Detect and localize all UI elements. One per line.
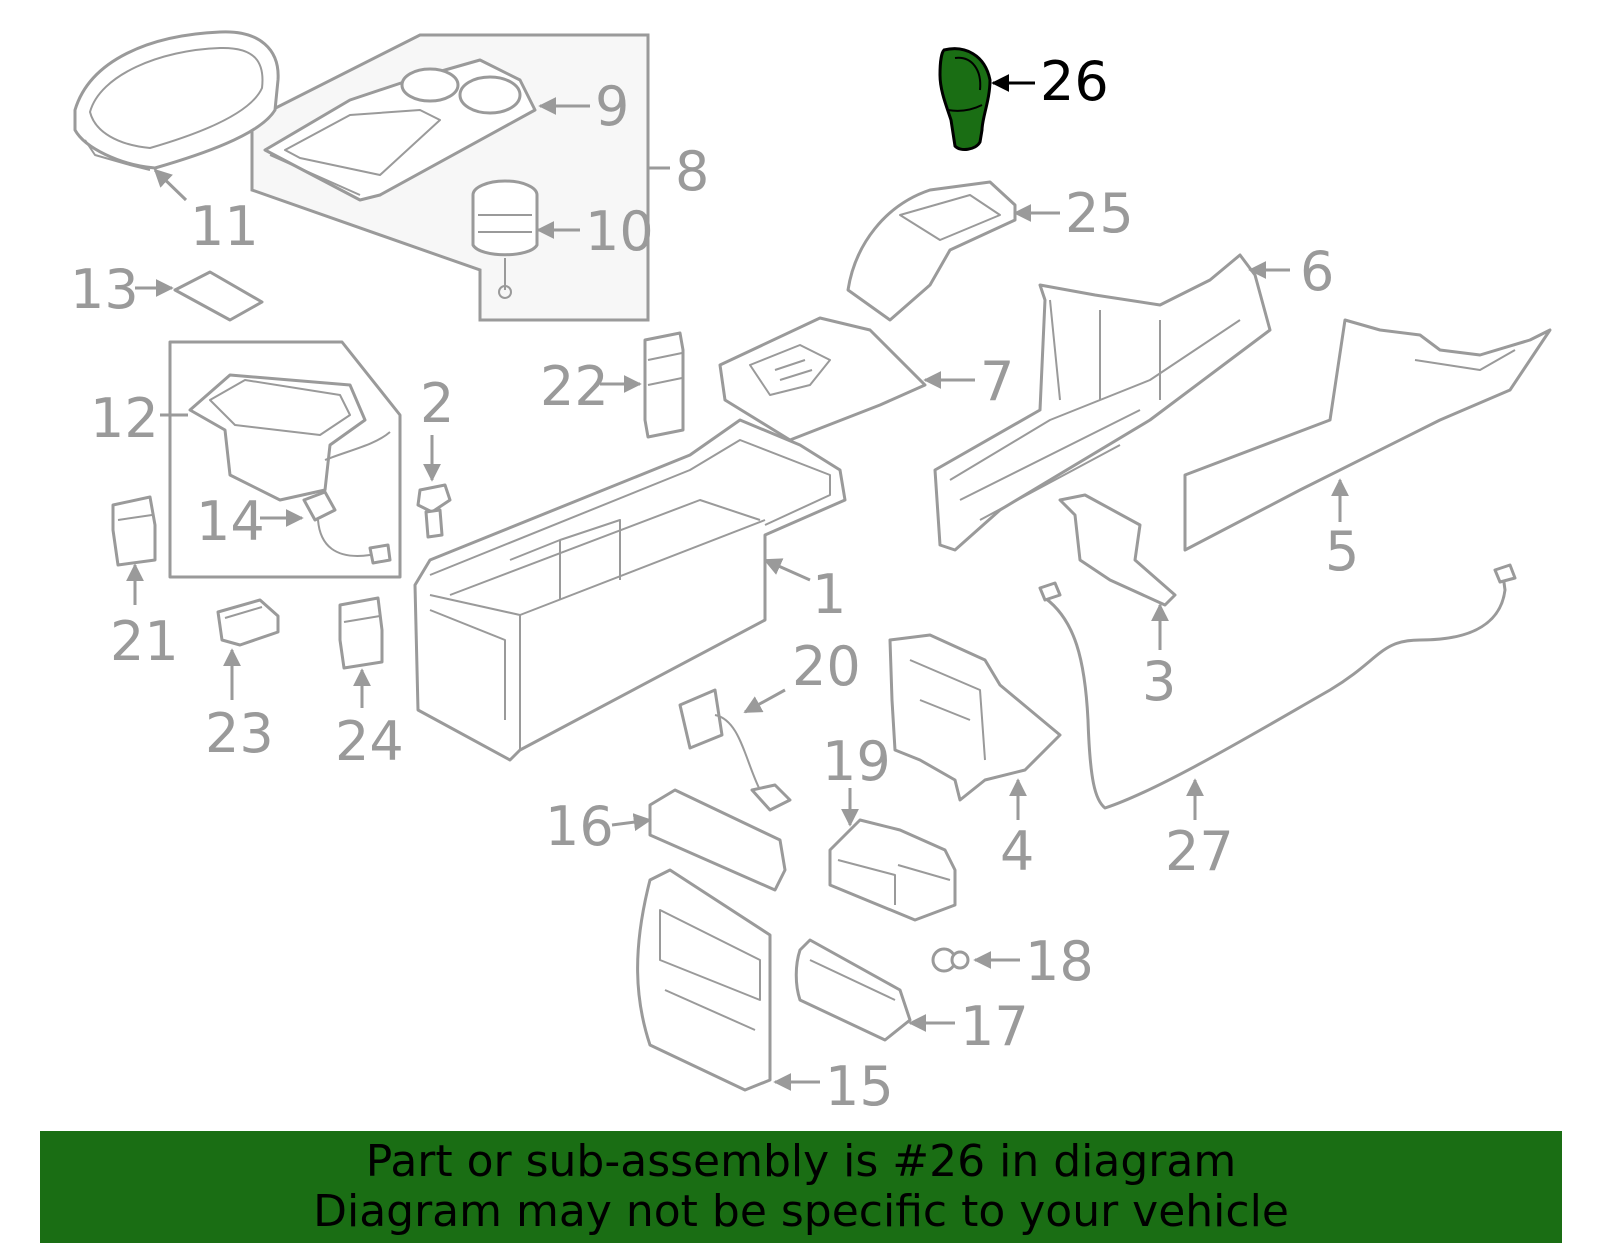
callout-10: 10 — [585, 200, 654, 263]
part-10-cup-insert[interactable] — [471, 179, 539, 299]
callout-7: 7 — [980, 350, 1014, 413]
part-18-clip[interactable] — [931, 947, 970, 973]
callout-14: 14 — [196, 490, 265, 553]
callout-25: 25 — [1065, 182, 1134, 245]
callout-9: 9 — [595, 75, 629, 138]
callout-19: 19 — [822, 730, 891, 793]
part-9-cupholder-trim[interactable] — [263, 58, 537, 202]
callout-27: 27 — [1165, 820, 1234, 883]
part-3-bracket[interactable] — [1058, 493, 1177, 607]
callout-23: 23 — [205, 702, 274, 765]
callout-2: 2 — [420, 372, 454, 435]
group-box-12 — [168, 340, 402, 579]
part-23-switch[interactable] — [216, 598, 280, 647]
part-15-rear-panel[interactable] — [636, 868, 772, 1092]
callout-6: 6 — [1300, 240, 1334, 303]
callout-21: 21 — [110, 610, 179, 673]
part-17-pocket[interactable] — [794, 938, 912, 1042]
callout-3: 3 — [1142, 650, 1176, 713]
part-11-armrest-lid[interactable] — [73, 30, 280, 171]
callout-11: 11 — [190, 195, 259, 258]
callout-24: 24 — [335, 710, 404, 773]
callout-17: 17 — [960, 995, 1029, 1058]
callout-16: 16 — [545, 795, 614, 858]
leader-lines — [126, 74, 1349, 1091]
part-19-rear-vent[interactable] — [828, 818, 957, 922]
callout-4: 4 — [1000, 820, 1034, 883]
part-25-shifter-cover[interactable] — [846, 180, 1017, 322]
part-22-switch-module[interactable] — [643, 331, 685, 439]
callout-5: 5 — [1325, 520, 1359, 583]
part-13-mat[interactable] — [173, 270, 264, 322]
part-7-shifter-bezel[interactable] — [718, 316, 927, 442]
part-1-console-body[interactable] — [413, 418, 847, 762]
part-12-storage-bin[interactable] — [188, 373, 391, 502]
part-4-mount-bracket[interactable] — [888, 633, 1062, 802]
callout-15: 15 — [825, 1055, 894, 1118]
banner-line-1: Part or sub-assembly is #26 in diagram — [365, 1136, 1237, 1187]
part-2-bolt[interactable] — [416, 483, 452, 539]
part-14-connector[interactable] — [302, 490, 392, 565]
parts-diagram: 1 2 3 4 5 6 7 8 9 10 11 12 13 14 15 16 1… — [70, 30, 1552, 1118]
part-6-side-panel[interactable] — [933, 253, 1272, 552]
part-21-switch[interactable] — [111, 495, 157, 567]
callout-26: 26 — [1040, 50, 1109, 113]
callout-13: 13 — [70, 258, 139, 321]
callout-labels: 1 2 3 4 5 6 7 8 9 10 11 12 13 14 15 16 1… — [70, 50, 1359, 1118]
callout-1: 1 — [812, 563, 846, 626]
callout-12: 12 — [90, 387, 159, 450]
part-24-switch[interactable] — [338, 596, 384, 670]
info-banner: Part or sub-assembly is #26 in diagram D… — [40, 1131, 1562, 1243]
callout-22: 22 — [540, 355, 609, 418]
banner-line-2: Diagram may not be specific to your vehi… — [313, 1186, 1289, 1237]
part-16-trim-piece[interactable] — [648, 788, 787, 892]
part-5-trim-panel[interactable] — [1183, 318, 1552, 552]
part-27-shift-cable[interactable] — [1038, 563, 1517, 810]
callout-8: 8 — [675, 140, 709, 203]
part-26-shift-knob[interactable] — [938, 47, 992, 151]
callout-18: 18 — [1025, 930, 1094, 993]
callout-20: 20 — [792, 635, 861, 698]
part-20-harness[interactable] — [678, 688, 792, 812]
